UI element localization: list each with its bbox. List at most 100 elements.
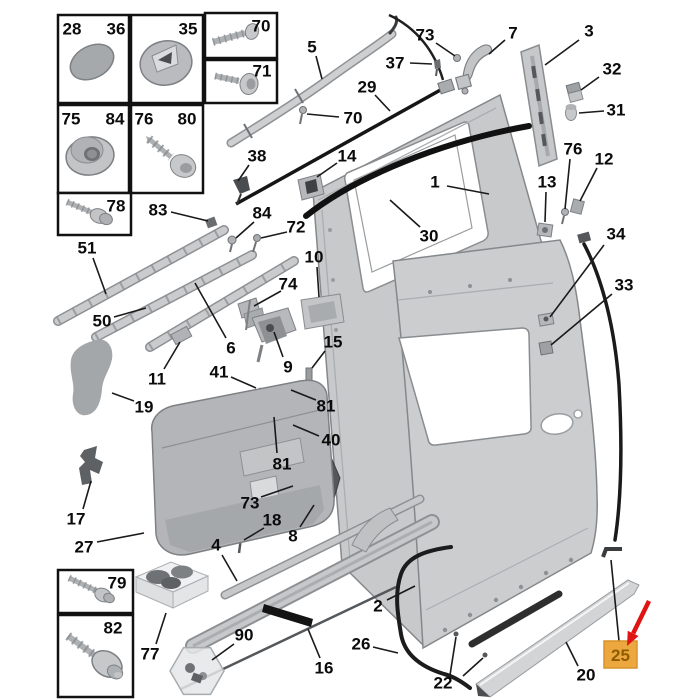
- callout-73: 73: [416, 26, 435, 45]
- part-box-78: [56, 191, 133, 237]
- badge-layer: 25: [603, 559, 652, 669]
- fastener-kit-90: [169, 646, 225, 696]
- leader-line-5: [315, 55, 323, 80]
- flange-nut-icon: [65, 136, 115, 176]
- leader-line-16: [307, 628, 321, 659]
- leader-line-1: [446, 185, 490, 195]
- callout-1: 1: [430, 173, 439, 192]
- callout-37: 37: [386, 54, 405, 73]
- callout-11: 11: [148, 370, 166, 389]
- callout-50: 50: [93, 312, 112, 331]
- leader-line-84: [235, 221, 255, 239]
- leader-line-29: [374, 94, 391, 112]
- callout-83: 83: [149, 201, 168, 220]
- blade-strip: [262, 604, 313, 627]
- callout-51: 51: [78, 239, 97, 258]
- pillar-clip-33: [538, 340, 554, 356]
- nut-13: [536, 222, 554, 238]
- edge-trim-25-part: [601, 547, 622, 558]
- callout-4: 4: [211, 536, 221, 555]
- handle-opening: [540, 413, 574, 435]
- leader-line-7: [488, 39, 506, 55]
- leader-line-8: [299, 504, 315, 528]
- callout-3: 3: [584, 22, 593, 41]
- callout-34: 34: [607, 225, 626, 244]
- callout-81: 81: [273, 455, 292, 474]
- leader-line-81: [290, 389, 317, 401]
- leader-line-2: [386, 585, 416, 601]
- pin-15: [305, 367, 313, 382]
- leader-line-83: [170, 211, 209, 222]
- strip-22-clip: [453, 631, 459, 637]
- leader-line-72: [260, 231, 288, 239]
- leader-line-33: [550, 293, 613, 346]
- partbox-label-78: 78: [107, 197, 126, 216]
- leader-line-6: [194, 282, 227, 339]
- leader-line-13: [544, 191, 547, 223]
- top-cable-seal: [388, 13, 445, 81]
- leader-line-30: [389, 199, 421, 228]
- callout-12: 12: [595, 150, 614, 169]
- hex-bolt-icon: [65, 198, 113, 226]
- callout-31: 31: [607, 101, 626, 120]
- callout-84: 84: [253, 204, 272, 223]
- leader-line-51: [92, 257, 107, 295]
- leader-line-22: [449, 636, 457, 676]
- leader-line-11: [163, 341, 181, 370]
- callout-77: 77: [141, 645, 160, 664]
- callout-27: 27: [75, 538, 94, 557]
- leader-line-74: [253, 290, 282, 307]
- leader-line-90: [211, 643, 235, 661]
- leader-line-4: [221, 554, 238, 582]
- leader-line-81: [273, 416, 278, 454]
- leader-line-14: [316, 162, 338, 178]
- leader-line-40: [292, 424, 320, 437]
- callout-72: 72: [287, 218, 306, 237]
- red-arrow-head-icon: [627, 630, 639, 646]
- leader-line-3: [544, 39, 580, 66]
- side-molding-20: [475, 579, 640, 698]
- torx-screw-icon: [146, 135, 197, 178]
- callout-81: 81: [317, 397, 336, 416]
- callout-29: 29: [358, 78, 377, 97]
- leader-line-70: [306, 113, 340, 118]
- partbox-label-75: 75: [62, 110, 81, 129]
- lock-assembly-9: [251, 307, 297, 363]
- washer-bolt-icon: [65, 632, 124, 680]
- callout-32: 32: [603, 60, 622, 79]
- part-boxes-grid: [56, 11, 279, 699]
- callout-38: 38: [248, 147, 267, 166]
- strip-22: [468, 590, 563, 648]
- grommet-31: [565, 104, 577, 121]
- sound-pad-19: [70, 339, 113, 416]
- callout-2: 2: [373, 597, 382, 616]
- hinge-bolt-73: [453, 54, 461, 62]
- callout-19: 19: [135, 398, 154, 417]
- callout-90: 90: [235, 626, 254, 645]
- leader-line-20: [565, 641, 579, 667]
- guide-rail-51: [53, 225, 229, 326]
- latch-bracket-14: [297, 173, 325, 201]
- callout-16: 16: [315, 659, 334, 678]
- leader-line-10: [316, 266, 320, 298]
- leader-line-73: [260, 485, 294, 498]
- partbox-label-82: 82: [104, 619, 123, 638]
- callout-70: 70: [344, 109, 363, 128]
- clip-32: [565, 81, 584, 103]
- leader-line-17: [82, 480, 92, 510]
- screw-84: [227, 235, 237, 253]
- part-box-76-80: [129, 103, 205, 195]
- drain-tube-26: [395, 545, 472, 690]
- clip-83: [204, 216, 218, 229]
- leader-line-77: [155, 612, 167, 645]
- partbox-label-36: 36: [107, 20, 126, 39]
- guide-rail-50: [91, 250, 257, 342]
- partbox-label-80: 80: [178, 110, 197, 129]
- callout-18: 18: [263, 511, 282, 530]
- partbox-label-79: 79: [108, 574, 127, 593]
- callout-26: 26: [352, 635, 371, 654]
- leader-line-18: [243, 527, 265, 541]
- callout-10: 10: [305, 248, 324, 267]
